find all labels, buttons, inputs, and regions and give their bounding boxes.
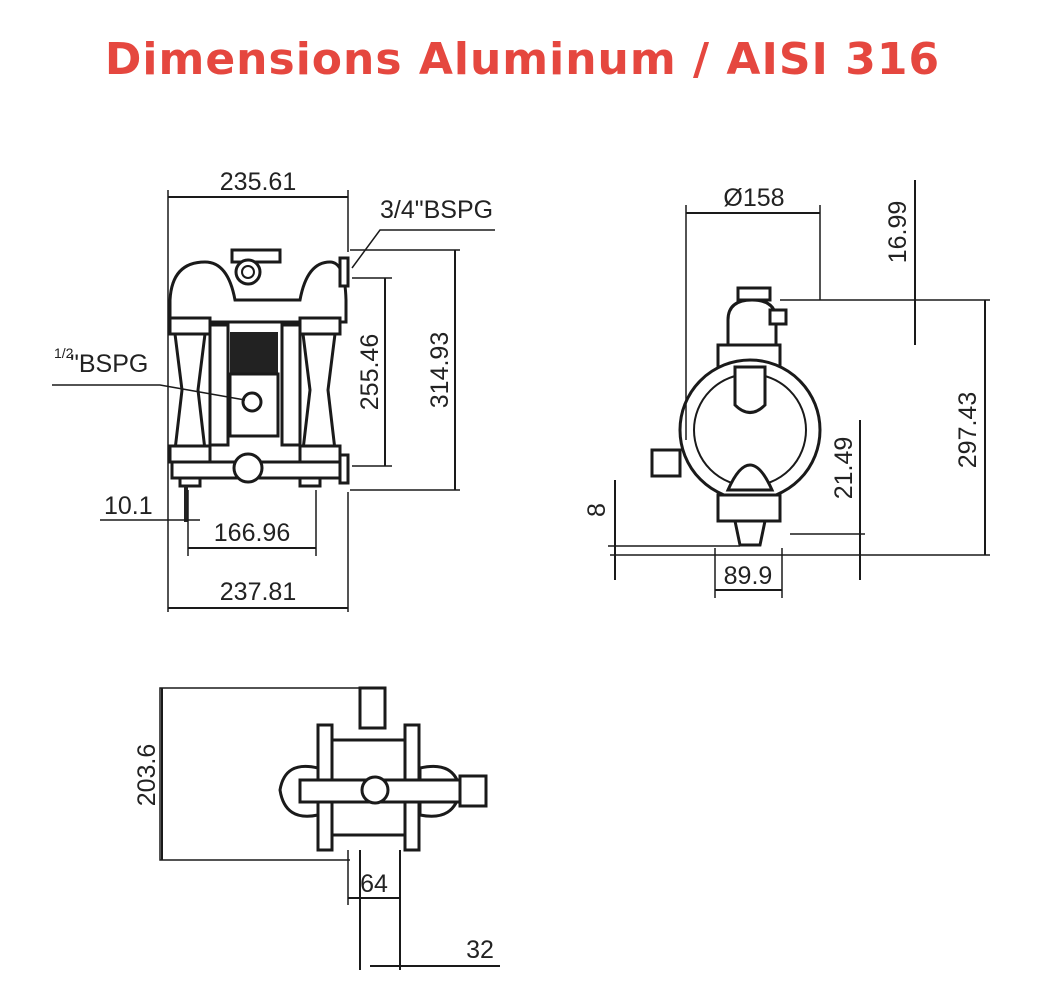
port-label-fraction: 1/2 [54,345,74,361]
dim-width-bottom: 237.81 [220,578,296,606]
dim-base-height: 8 [583,503,611,517]
dim-foot-thickness: 32 [466,936,494,964]
dim-height-total-side: 297.43 [954,392,982,468]
dim-width-top: 235.61 [220,168,296,196]
dim-foot-width-side: 89.9 [724,562,773,590]
dim-foot-width-top: 64 [360,870,388,898]
air-inlet-label: 3/4"BSPG [380,196,493,224]
dim-depth: 203.6 [133,744,161,807]
pump-side-body [650,286,822,547]
front-view: 235.61 3/4"BSPG 255.46 314.93 1/2 "BSPG … [52,168,495,612]
dim-foot-offset: 10.1 [104,492,153,520]
top-view: 203.6 64 32 [133,686,500,970]
port-label: "BSPG [70,350,148,378]
pump-front-body [168,248,350,522]
page-title: Dimensions Aluminum / AISI 316 [104,34,941,85]
side-view: Ø158 16.99 297.43 21.49 8 89.9 [583,180,990,598]
dim-height-total: 314.93 [426,332,454,408]
dim-diameter: Ø158 [723,184,784,212]
dim-inlet-height: 21.49 [830,437,858,500]
dim-height-ports: 255.46 [356,334,384,410]
pump-top-body [278,686,488,852]
dim-top-offset: 16.99 [884,201,912,264]
dim-foot-spacing: 166.96 [214,519,290,547]
